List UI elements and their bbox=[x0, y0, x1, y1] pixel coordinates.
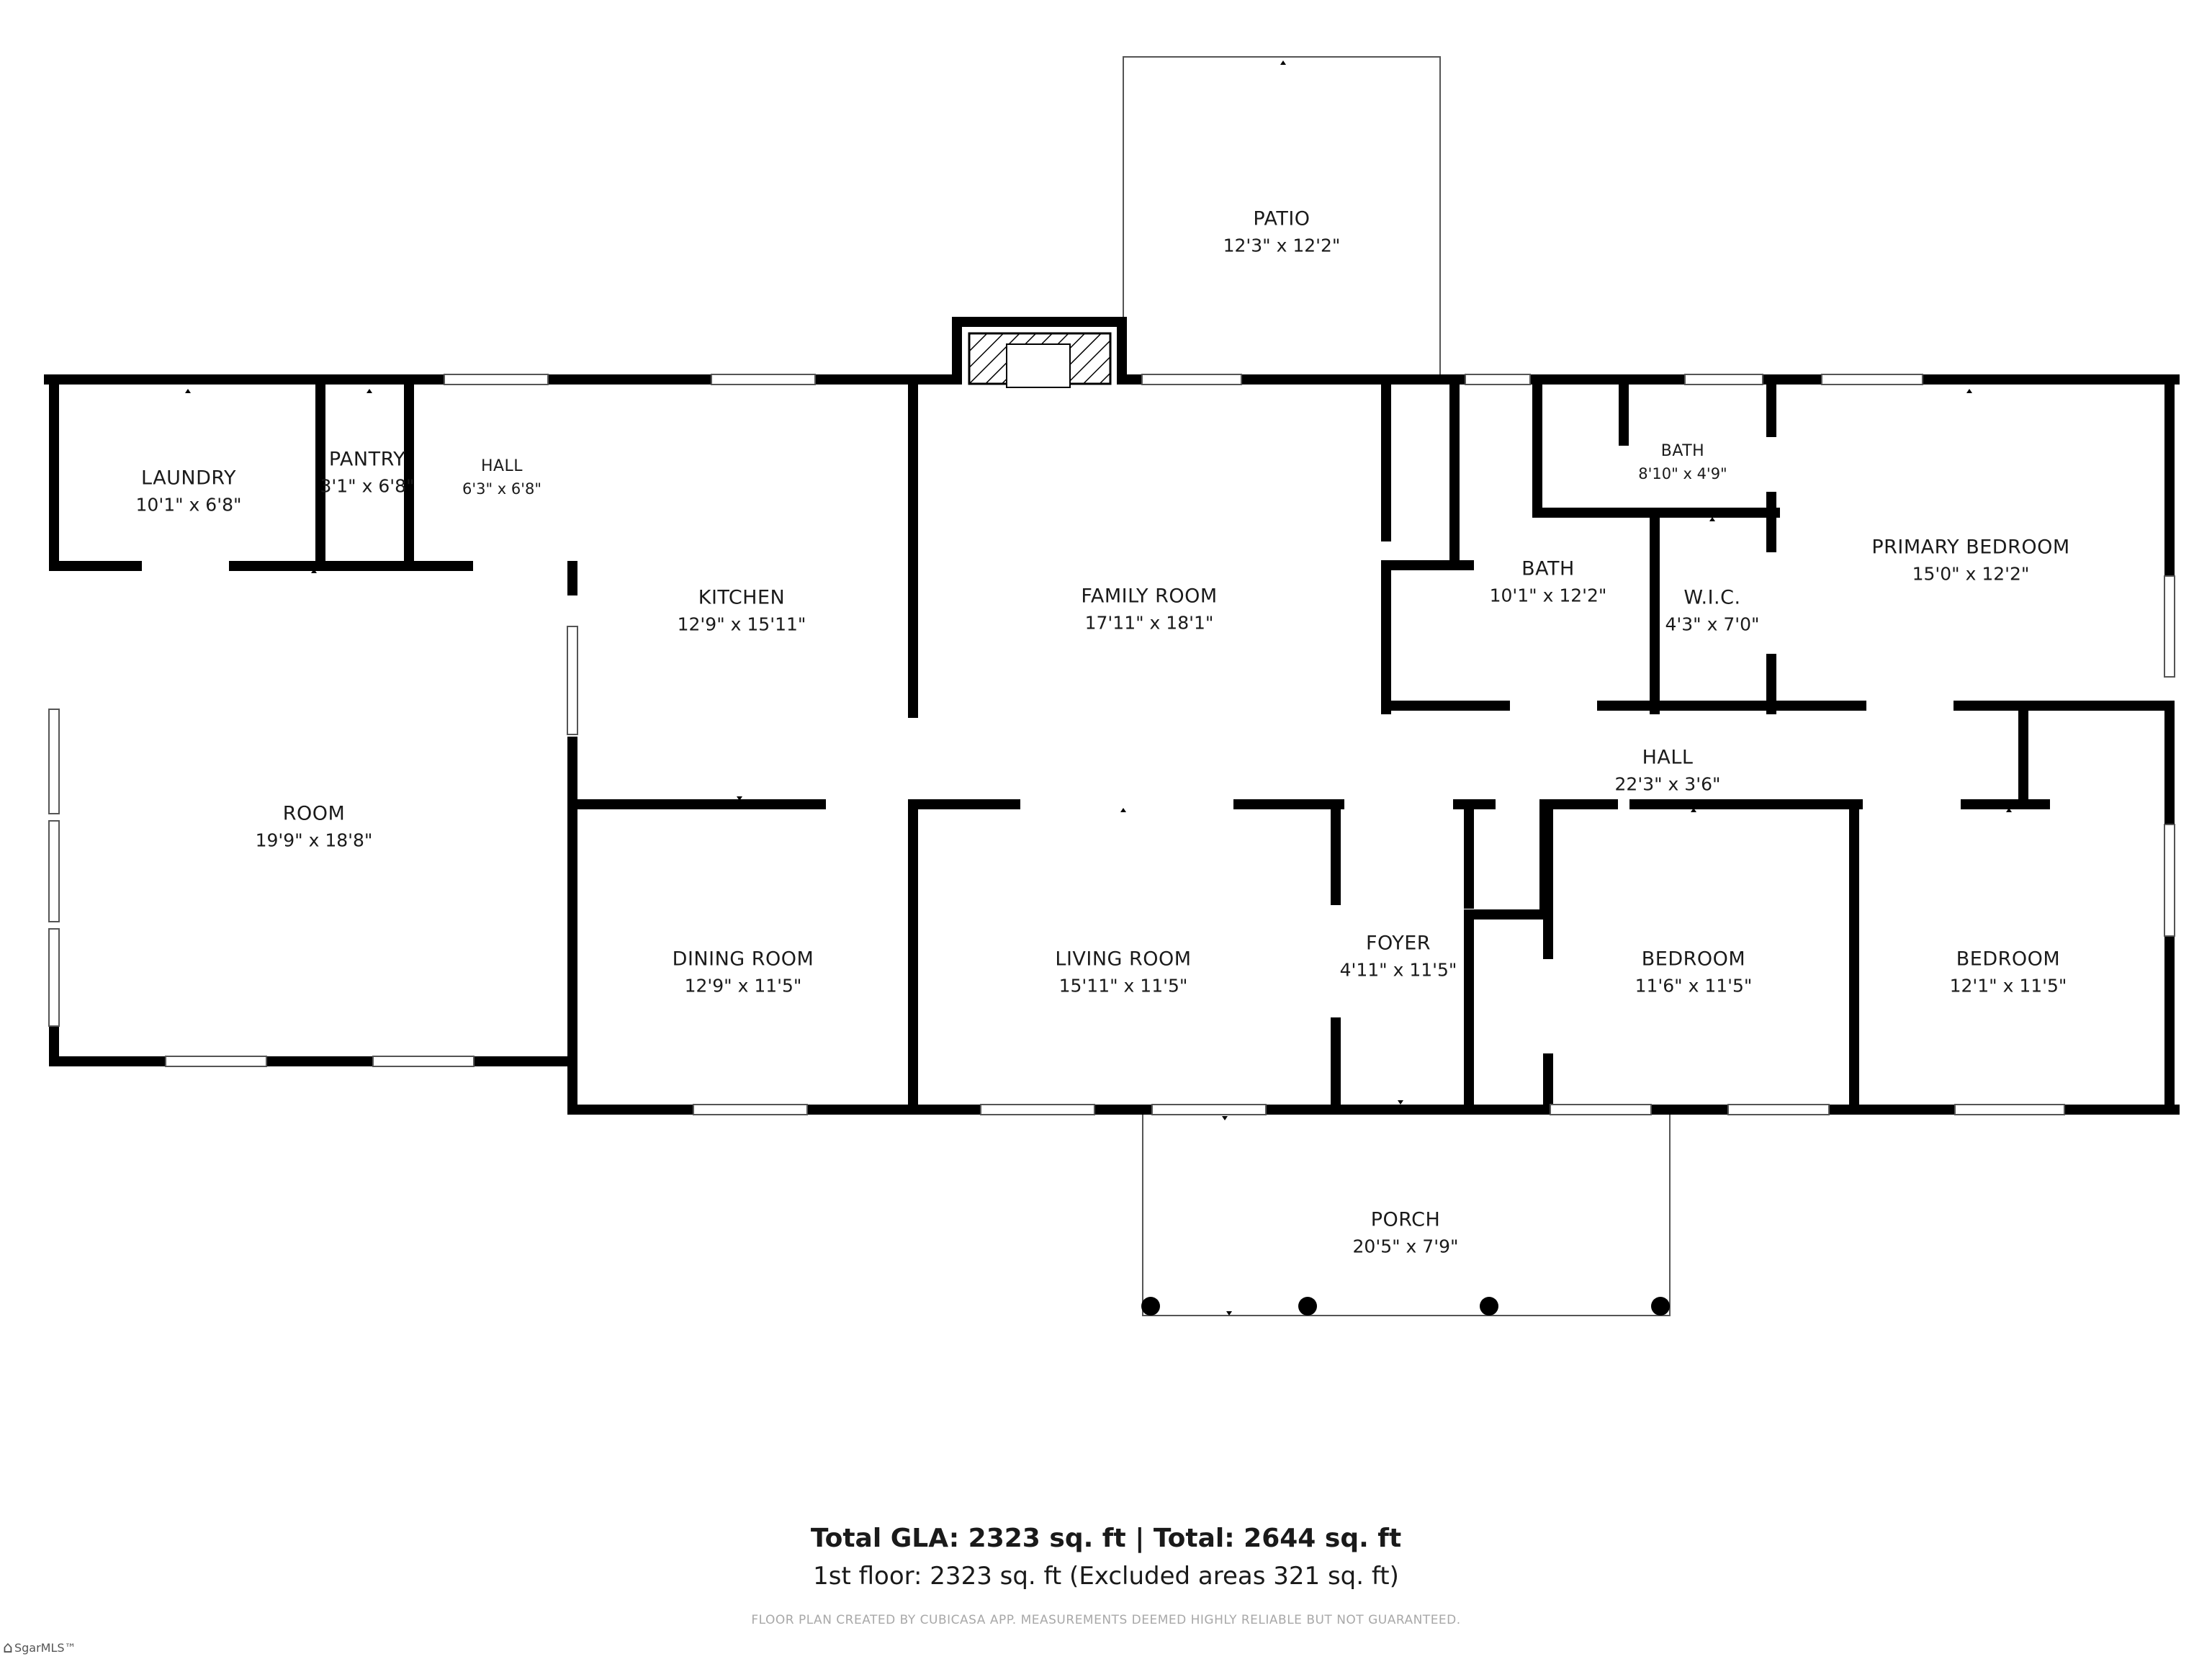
room-dimensions: 10'1" x 12'2" bbox=[1489, 585, 1607, 606]
room-dimensions: 12'1" x 11'5" bbox=[1949, 975, 2067, 997]
windows bbox=[48, 374, 2175, 1115]
room-dimensions: 3'1" x 6'8" bbox=[320, 475, 415, 497]
room-dimensions: 4'11" x 11'5" bbox=[1339, 959, 1457, 981]
room-label-bath-small: BATH 8'10" x 4'9" bbox=[1638, 440, 1727, 485]
room-dimensions: 4'3" x 7'0" bbox=[1665, 613, 1760, 635]
room-name: LAUNDRY bbox=[141, 467, 236, 490]
room-label-hall-long: HALL 22'3" x 3'6" bbox=[1615, 743, 1721, 797]
room-dimensions: 10'1" x 6'8" bbox=[135, 494, 242, 516]
room-dimensions: 11'6" x 11'5" bbox=[1635, 975, 1753, 997]
room-name: FAMILY ROOM bbox=[1081, 585, 1218, 608]
room-name: HALL bbox=[1642, 746, 1694, 769]
room-name: HALL bbox=[480, 457, 523, 475]
room-name: BATH bbox=[1521, 557, 1575, 580]
room-label-primary-bedroom: PRIMARY BEDROOM 15'0" x 12'2" bbox=[1871, 533, 2069, 587]
room-dimensions: 19'9" x 18'8" bbox=[255, 830, 373, 851]
room-dimensions: 6'3" x 6'8" bbox=[462, 480, 542, 498]
room-name: LIVING ROOM bbox=[1055, 948, 1192, 971]
room-name: BATH bbox=[1660, 441, 1705, 460]
disclaimer: FLOOR PLAN CREATED BY CUBICASA APP. MEAS… bbox=[751, 1613, 1461, 1627]
floor-area: 1st floor: 2323 sq. ft (Excluded areas 3… bbox=[813, 1561, 1399, 1591]
room-label-dining-room: DINING ROOM 12'9" x 11'5" bbox=[673, 945, 814, 999]
room-dimensions: 15'11" x 11'5" bbox=[1058, 975, 1188, 997]
house-logo-icon: ⌂ bbox=[3, 1639, 13, 1657]
room-label-wic: W.I.C. 4'3" x 7'0" bbox=[1665, 583, 1759, 637]
room-label-bath: BATH 10'1" x 12'2" bbox=[1490, 554, 1607, 608]
porch-outline bbox=[1142, 1114, 1671, 1316]
room-name: FOYER bbox=[1365, 932, 1431, 955]
room-name: PRIMARY BEDROOM bbox=[1871, 536, 2070, 559]
room-label-pantry: PANTRY 3'1" x 6'8" bbox=[320, 445, 414, 499]
room-label-foyer: FOYER 4'11" x 11'5" bbox=[1340, 929, 1457, 983]
room-dimensions: 12'9" x 11'5" bbox=[684, 975, 802, 997]
room-label-bedroom-1: BEDROOM 11'6" x 11'5" bbox=[1635, 945, 1753, 999]
room-name: PATIO bbox=[1253, 207, 1310, 230]
walls bbox=[44, 374, 2180, 1115]
room-name: BEDROOM bbox=[1641, 948, 1746, 971]
room-dimensions: 8'10" x 4'9" bbox=[1638, 464, 1727, 482]
room-dimensions: 12'3" x 12'2" bbox=[1223, 235, 1341, 256]
room-name: BEDROOM bbox=[1956, 948, 2061, 971]
room-name: PANTRY bbox=[328, 448, 406, 471]
room-name: ROOM bbox=[282, 802, 346, 825]
room-label-kitchen: KITCHEN 12'9" x 15'11" bbox=[678, 583, 806, 637]
room-dimensions: 20'5" x 7'9" bbox=[1352, 1236, 1459, 1257]
room-label-living-room: LIVING ROOM 15'11" x 11'5" bbox=[1055, 945, 1191, 999]
logo-text: SgarMLS™ bbox=[14, 1641, 76, 1655]
dimension-markers bbox=[185, 60, 2012, 1316]
room-label-patio: PATIO 12'3" x 12'2" bbox=[1223, 204, 1341, 258]
porch-columns bbox=[1141, 1297, 1670, 1316]
room-label-family-room: FAMILY ROOM 17'11" x 18'1" bbox=[1081, 582, 1217, 636]
total-gla: Total GLA: 2323 sq. ft | Total: 2644 sq.… bbox=[810, 1524, 1402, 1553]
room-label-room: ROOM 19'9" x 18'8" bbox=[256, 799, 373, 853]
room-name: KITCHEN bbox=[698, 586, 786, 609]
room-label-hall-small: HALL 6'3" x 6'8" bbox=[462, 455, 541, 500]
room-name: DINING ROOM bbox=[672, 948, 814, 971]
chimney bbox=[952, 317, 1127, 388]
room-dimensions: 12'9" x 15'11" bbox=[677, 613, 806, 635]
room-name: W.I.C. bbox=[1683, 586, 1741, 609]
patio-outline bbox=[1123, 56, 1441, 379]
room-name: PORCH bbox=[1370, 1208, 1441, 1231]
room-dimensions: 15'0" x 12'2" bbox=[1912, 563, 2030, 585]
room-label-laundry: LAUNDRY 10'1" x 6'8" bbox=[136, 464, 242, 518]
room-dimensions: 17'11" x 18'1" bbox=[1084, 612, 1214, 634]
mls-logo: ⌂ SgarMLS™ bbox=[3, 1639, 76, 1657]
room-dimensions: 22'3" x 3'6" bbox=[1614, 773, 1721, 795]
room-label-porch: PORCH 20'5" x 7'9" bbox=[1353, 1205, 1459, 1259]
room-label-bedroom-2: BEDROOM 12'1" x 11'5" bbox=[1950, 945, 2067, 999]
area-totals: Total GLA: 2323 sq. ft | Total: 2644 sq.… bbox=[0, 1518, 2212, 1593]
